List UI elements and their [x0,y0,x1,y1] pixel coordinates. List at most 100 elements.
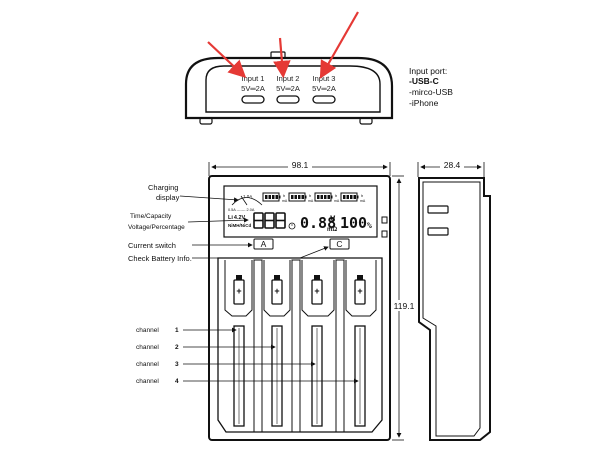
label-time-capacity-1: Time/Capacity [130,213,172,220]
slot-4-slider[interactable] [354,325,366,427]
button-a[interactable]: A [253,238,274,250]
button-a-label: A [261,239,267,249]
label-time-capacity-2: Voltage/Percentage [128,224,185,231]
lcd-dial-scale: 0.5A ------- 2.0A [228,208,255,212]
port-3-spec: 5V═⁡2A [312,84,336,93]
top-view-foot-right [359,117,373,125]
side-body [418,177,491,441]
lcd-display [223,185,378,238]
slot-4: + [345,260,377,427]
plus-icon: + [357,286,362,296]
lcd-percent-unit: % [367,221,372,230]
leader-charging-display [179,195,239,203]
lcd-voltage-value: 0.88 [300,214,336,232]
front-clip-bottom [381,230,388,238]
lcd-battery-row: h mA h mA h mA h mA [262,192,366,203]
channel-2-label: channel 2 [136,344,276,351]
slot-3-slider[interactable] [311,325,323,427]
slot-divider-3 [335,259,345,433]
side-inner-outline [422,181,481,437]
front-body [208,175,391,441]
lcd-battery-icon-1: h mA [262,192,288,203]
label-charging-display-2: display [156,193,180,202]
input-port-title: Input port: [409,66,447,76]
lcd-percent-value: 100 [340,214,367,232]
channel-2-text: channel [136,344,159,351]
lcd-unit-h-4: h [361,193,363,198]
port-3: Input 3 5V═⁡2A [312,74,336,104]
lcd-unit-h-1: h [283,193,285,198]
port-1-spec: 5V═⁡2A [241,84,265,93]
red-arrow-2 [273,37,291,79]
top-view-inner-panel [205,65,381,113]
front-width-dimension: 98.1 [292,160,309,170]
side-button-2 [427,227,449,236]
lcd-unit-ma-1: mA [282,199,288,203]
lcd-resistance-unit: mΩ [327,227,337,233]
side-button-1 [427,205,449,214]
channel-4-number: 4 [175,378,179,385]
button-c[interactable]: C [329,238,350,250]
front-height-dimension: 119.1 [394,301,415,311]
slot-2-slider[interactable] [271,325,283,427]
port-1: Input 1 5V═⁡2A [241,74,265,104]
slot-2: + [263,260,291,427]
red-arrow-3 [319,11,359,79]
channel-4-text: channel [136,378,159,385]
lcd-unit-ma-3: mA [334,199,340,203]
usb-c-port-2 [276,95,300,104]
channel-1-text: channel [136,327,159,334]
input-port-item-iphone: -iPhone [409,98,439,108]
port-3-name: Input 3 [313,74,336,83]
slot-divider-1 [253,259,263,433]
label-current-switch: Current switch [128,241,176,250]
red-arrow-1 [207,41,247,79]
side-width-dimension: 28.4 [444,160,461,170]
usb-c-port-3 [312,95,336,104]
slot-3: + [301,260,335,427]
plus-icon: + [274,286,279,296]
lcd-unit-ma-4: mA [360,199,366,203]
channel-3-label: channel 3 [136,361,316,368]
slot-1: + [224,260,253,427]
lcd-chem-li: Li4.2V [228,215,246,221]
lcd-current-dial: 1.0A 0.5A ------- 2.0A [228,194,263,212]
lcd-unit-h-3: h [335,193,337,198]
label-charging-display-1: Charging [148,183,178,192]
lcd-clock-icon [288,222,296,230]
plus-icon: + [314,286,319,296]
lcd-dial-current: 1.0A [243,194,252,199]
channel-2-number: 2 [175,344,179,351]
slot-1-slider[interactable] [233,325,245,427]
top-view: Input 1 5V═⁡2A Input 2 5V═⁡2A Input 3 5V… [184,11,453,125]
channel-4-label: channel 4 [136,378,359,385]
lcd-battery-icon-2: h mA [288,192,314,203]
leader-check-battery [192,246,329,259]
lcd-unit-h-2: h [309,193,311,198]
port-1-name: Input 1 [242,74,265,83]
top-view-tab [270,51,286,59]
channel-1-number: 1 [175,327,179,334]
channel-1-label: channel 1 [136,327,237,334]
button-c-label: C [336,239,342,249]
lcd-battery-icon-4: h mA [340,192,366,203]
slot-divider-2 [291,259,301,433]
port-2-name: Input 2 [277,74,300,83]
side-view: 28.4 [417,160,491,441]
front-clip-top [381,216,388,224]
input-port-item-usbc: -USB-C [409,76,439,86]
plus-icon: + [236,286,241,296]
lcd-voltage-unit: V [330,215,336,225]
usb-c-port-1 [241,95,265,104]
lcd-time-digits [253,212,286,229]
label-check-battery: Check Battery Info. [128,254,192,263]
lcd-battery-icon-3: h mA [314,192,340,203]
lcd-chem-nimh: NiMH/NiCd [228,223,251,228]
input-port-item-micro: -mirco-USB [409,87,453,97]
battery-bay [217,257,383,433]
port-2: Input 2 5V═⁡2A [276,74,300,104]
top-view-outer-shell [184,56,394,120]
leader-time-capacity [187,217,249,223]
